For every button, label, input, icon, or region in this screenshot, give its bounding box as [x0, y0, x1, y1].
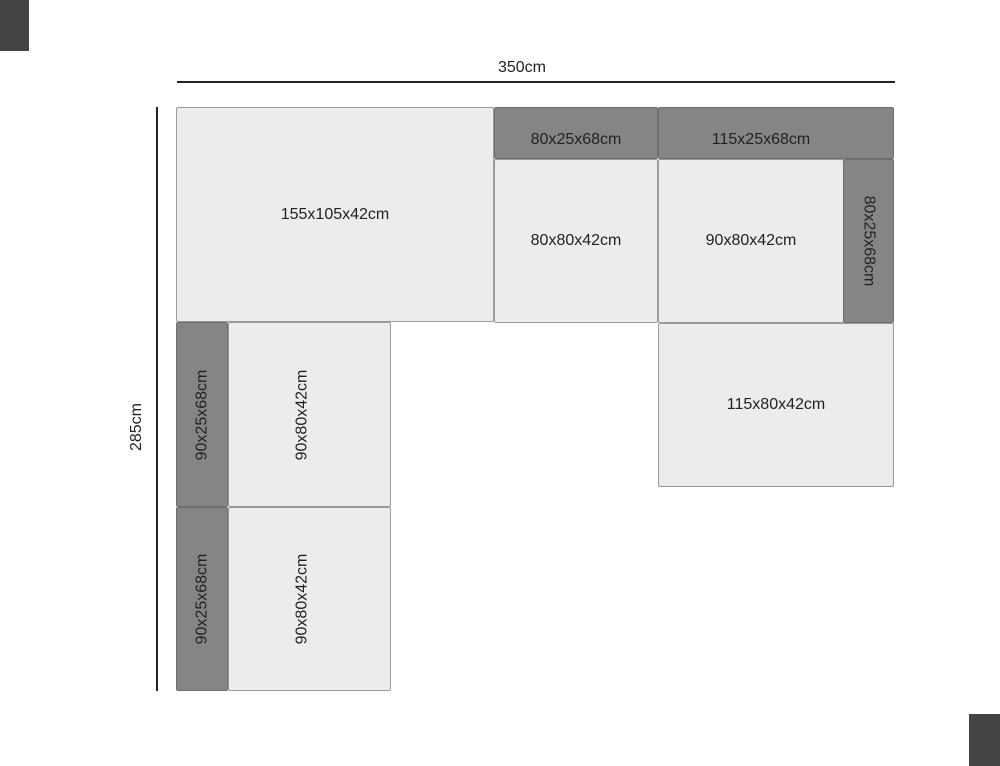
top-seat-middle-label: 80x80x42cm	[530, 232, 622, 249]
corner-seat-piece: 155x105x42cm	[176, 107, 494, 322]
left-seat-upper-piece: 90x80x42cm	[228, 322, 391, 507]
top-back-right-piece: 115x25x68cm	[658, 107, 894, 159]
top-back-right-label: 115x25x68cm	[711, 131, 811, 148]
left-back-lower-label: 90x25x68cm	[193, 553, 210, 645]
left-back-upper-label: 90x25x68cm	[193, 369, 210, 460]
width-dimension-label: 350cm	[497, 59, 547, 76]
corner-seat-label: 155x105x42cm	[280, 205, 390, 223]
right-seat-label: 115x80x42cm	[726, 396, 826, 413]
corner-mark-top-left	[0, 0, 29, 51]
left-seat-upper-label: 90x80x42cm	[293, 369, 311, 460]
top-back-left-label: 80x25x68cm	[530, 131, 622, 148]
top-seat-middle-piece: 80x80x42cm	[494, 159, 658, 323]
right-back-label: 80x25x68cm	[860, 195, 878, 287]
height-dimension-line	[156, 107, 158, 691]
corner-mark-bottom-right	[969, 714, 1000, 766]
height-dimension-label: 285cm	[128, 402, 145, 452]
left-back-upper-piece: 90x25x68cm	[176, 322, 228, 507]
top-back-left-piece: 80x25x68cm	[494, 107, 658, 159]
right-back-piece: 80x25x68cm	[843, 159, 894, 323]
top-seat-right-label: 90x80x42cm	[705, 232, 797, 249]
top-seat-right-piece: 90x80x42cm	[658, 159, 844, 323]
right-seat-piece: 115x80x42cm	[658, 323, 894, 487]
left-seat-lower-piece: 90x80x42cm	[228, 507, 391, 691]
width-dimension-line	[177, 81, 895, 83]
left-seat-lower-label: 90x80x42cm	[293, 553, 311, 645]
left-back-lower-piece: 90x25x68cm	[176, 507, 228, 691]
